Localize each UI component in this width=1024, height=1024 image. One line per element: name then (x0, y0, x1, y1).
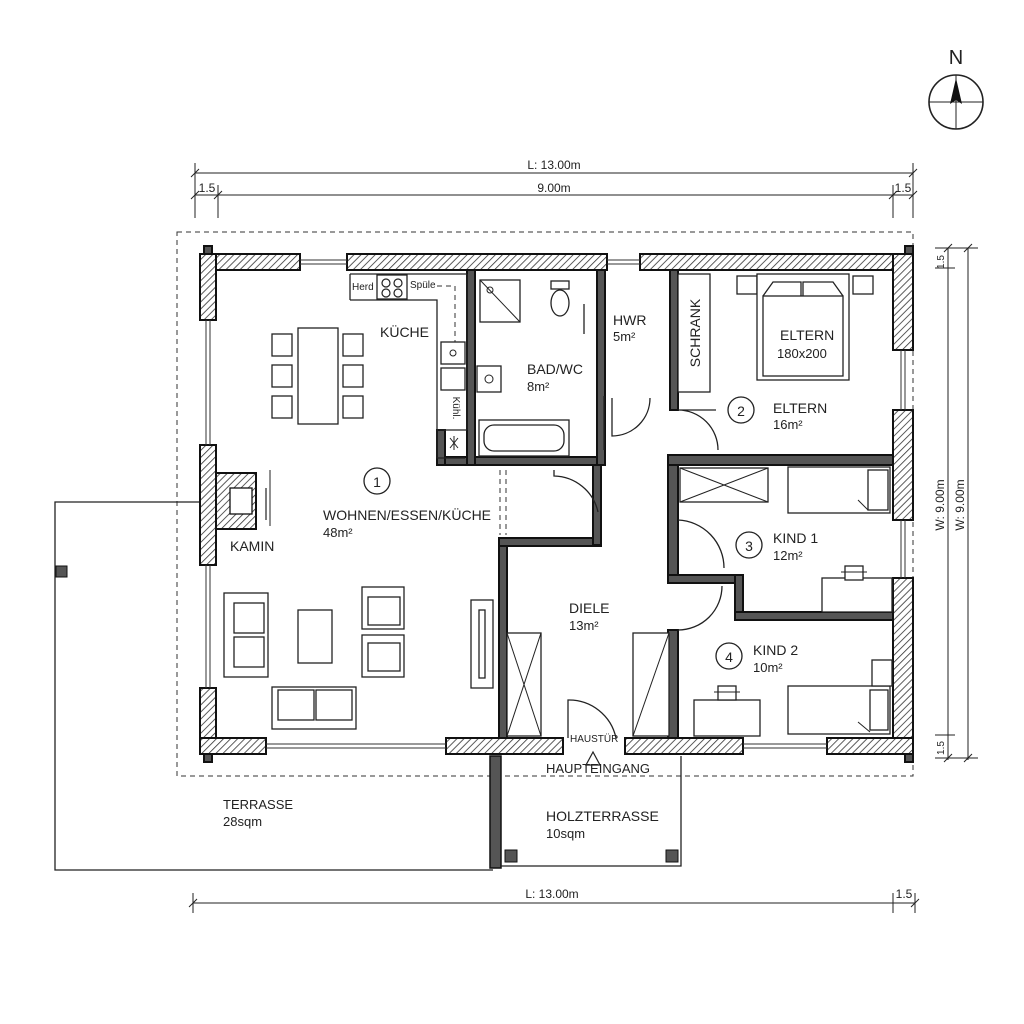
dim-top-left-margin: 1.5 (199, 181, 216, 195)
coffee-table-icon (297, 609, 333, 664)
fireplace-icon (215, 470, 271, 530)
dining-table-icon (271, 327, 364, 425)
kitchen-counter (349, 273, 468, 431)
shower-icon (479, 279, 521, 323)
child1-wardrobe-icon (679, 467, 769, 503)
svg-text:1: 1 (373, 474, 381, 490)
dim-top-total: L: 13.00m (527, 158, 580, 172)
room-number-3: 3 (735, 531, 763, 559)
svg-text:2: 2 (737, 403, 745, 419)
dimension-right: W: 9.00m W: 9.00m 1.5 1.5 (933, 243, 978, 763)
plant-icon (436, 430, 465, 459)
dim-right-inner: W: 9.00m (953, 479, 967, 530)
kitchen-label: KÜCHE (380, 323, 429, 340)
wardrobe-cabinet (677, 273, 711, 393)
double-bed-icon (736, 273, 874, 381)
hall-label: DIELE (569, 600, 609, 616)
north-arrow-icon: N (928, 47, 984, 130)
bath-area: 8m² (527, 379, 550, 394)
bathtub-icon (478, 419, 570, 457)
fridge-label: Kühl. (450, 397, 461, 420)
child2-label: KIND 2 (753, 642, 798, 658)
hall-wardrobe-left-icon (506, 632, 542, 737)
wood-terrace-area (489, 750, 682, 869)
doors (499, 396, 725, 739)
dim-top-inner: 9.00m (537, 181, 570, 195)
dim-bottom-total: L: 13.00m (525, 887, 578, 901)
svg-text:3: 3 (745, 538, 753, 554)
child1-desk-icon (821, 565, 893, 613)
stove-icon (376, 274, 408, 300)
bath-label: BAD/WC (527, 361, 583, 377)
dim-top-right-margin: 1.5 (895, 181, 912, 195)
tv-unit-icon (470, 599, 494, 689)
parents-bed-size: 180x200 (777, 346, 827, 361)
child1-area: 12m² (773, 548, 803, 563)
terrace-area-value: 28sqm (223, 814, 262, 829)
sink-label: Spüle (410, 280, 436, 291)
fireplace-label: KAMIN (230, 538, 274, 554)
child1-label: KIND 1 (773, 530, 818, 546)
wood-terrace-label: HOLZTERRASSE (546, 808, 659, 824)
sofa-bottom-icon (271, 686, 357, 730)
dim-right-top-margin: 1.5 (936, 255, 947, 269)
compass-label: N (949, 47, 963, 69)
main-entrance-label: HAUPTEINGANG (546, 761, 650, 776)
utility-area: 5m² (613, 329, 636, 344)
windows (205, 259, 906, 749)
dimension-bottom: L: 13.00m 1.5 (188, 887, 920, 913)
toilet-icon (550, 280, 570, 317)
dimension-top: L: 13.00m 9.00m 1.5 1.5 (190, 158, 918, 218)
parents-area: 16m² (773, 417, 803, 432)
exterior-walls (199, 245, 914, 763)
svg-text:4: 4 (725, 649, 733, 665)
dim-bottom-right-margin: 1.5 (896, 887, 913, 901)
interior-walls (436, 269, 894, 739)
room-number-2: 2 (727, 396, 755, 424)
child2-bed-icon (787, 659, 893, 735)
child2-area: 10m² (753, 660, 783, 675)
armchair-icon (361, 586, 405, 678)
room-number-4: 4 (715, 642, 743, 670)
sofa-left-icon (223, 592, 269, 678)
hall-wardrobe-right-icon (632, 632, 670, 737)
sink-icon (440, 341, 466, 391)
dim-right-outer: W: 9.00m (933, 479, 947, 530)
front-door-label: HAUSTÜR (570, 733, 618, 745)
parents-label: ELTERN (773, 400, 827, 416)
child2-desk-icon (693, 685, 761, 737)
dim-right-bottom-margin: 1.5 (936, 741, 947, 755)
utility-label: HWR (613, 312, 646, 328)
living-label: WOHNEN/ESSEN/KÜCHE (323, 506, 491, 523)
single-bed-icon (787, 466, 891, 514)
stove-label: Herd (352, 282, 374, 293)
room-number-1: 1 (363, 467, 391, 495)
wood-terrace-area-value: 10sqm (546, 826, 585, 841)
terrace-label: TERRASSE (223, 797, 293, 812)
wardrobe-label: SCHRANK (687, 298, 703, 367)
terrace-area (54, 501, 493, 871)
hall-area: 13m² (569, 618, 599, 633)
parents-bed-label: ELTERN (780, 327, 834, 343)
living-area: 48m² (323, 525, 353, 540)
washbasin-icon (476, 365, 502, 393)
